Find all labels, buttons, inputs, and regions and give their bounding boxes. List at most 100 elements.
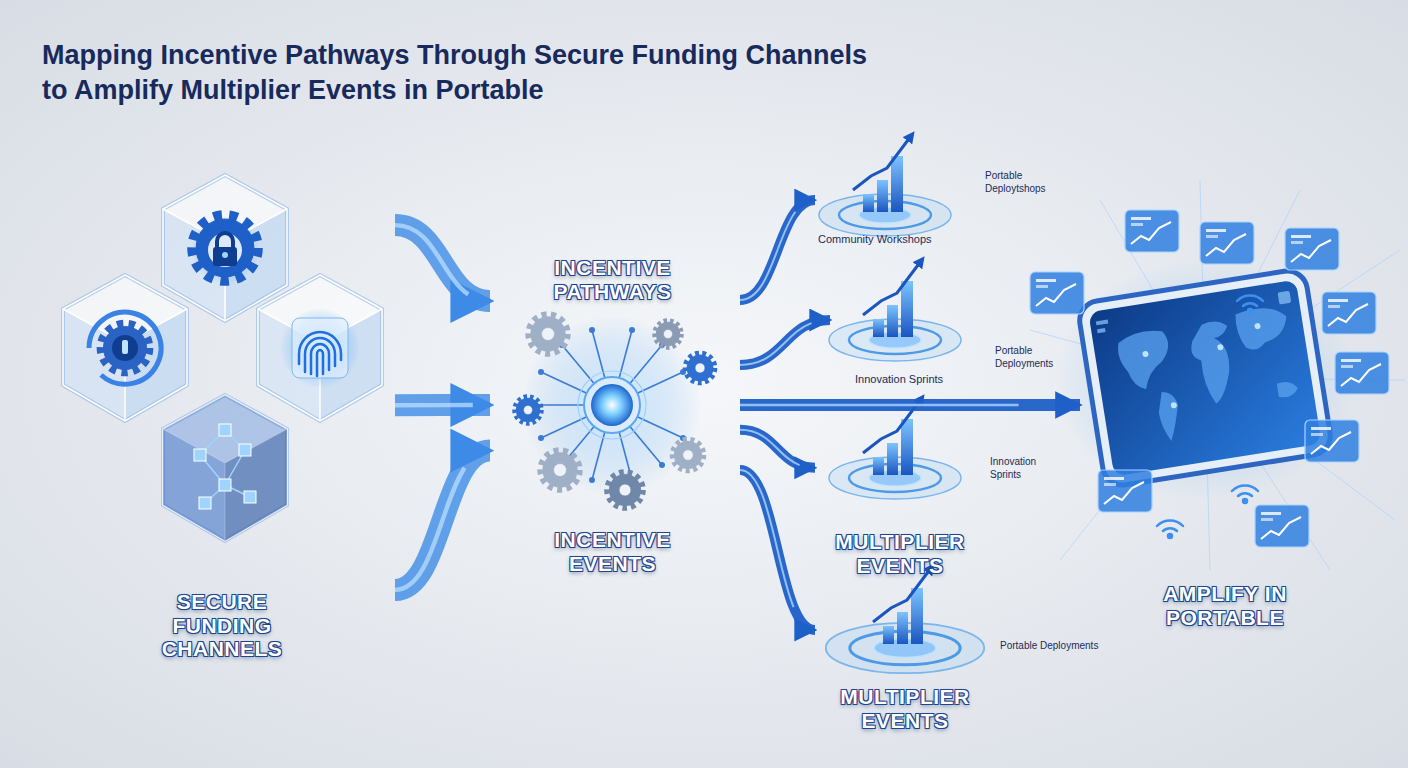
cube-cluster [194, 424, 256, 509]
gear-hub [672, 439, 703, 470]
portable-tablet [1096, 320, 1108, 326]
portable-tablet [1116, 328, 1175, 393]
branch-note: Innovation Sprints [990, 456, 1052, 481]
portable-tablet [1097, 328, 1106, 333]
portable-tablet [1030, 180, 1405, 570]
cube-cluster [219, 424, 231, 436]
gear-hub [578, 371, 646, 439]
branch-note: Portable Deploytshops [985, 170, 1065, 195]
flow-arrow-highlight [740, 320, 830, 365]
portable-tablet [1141, 323, 1272, 412]
portable-tablet [1188, 319, 1239, 406]
portable-tablet [1077, 268, 1333, 488]
flow-arrow [395, 225, 490, 301]
flow-arrow-highlight [740, 404, 1080, 406]
portable-tablet [1055, 260, 1355, 500]
cube-cluster [244, 491, 256, 503]
chart-discs [873, 568, 931, 644]
flow-arrow [740, 200, 815, 300]
portable-tablet [1125, 210, 1179, 252]
gear-hub [589, 477, 595, 483]
cube-cluster [89, 312, 161, 384]
flow-arrow-highlight [740, 470, 815, 630]
flow-arrow-line [740, 470, 815, 630]
event-branch: Portable DeploymentsMULTIPLIER EVENTS [815, 585, 1115, 735]
diagram-title: Mapping Incentive Pathways Through Secur… [42, 38, 882, 108]
cube-cluster [163, 395, 287, 541]
portable-tablet [1157, 520, 1183, 538]
cube-cluster [112, 335, 138, 361]
flow-arrow-highlight [395, 403, 490, 408]
portable-tablet [1077, 268, 1333, 488]
cube-cluster [225, 429, 287, 541]
cube-cluster [208, 233, 242, 267]
flow-arrow-line [740, 320, 830, 365]
cube-cluster [280, 308, 360, 388]
incentive-hub: INCENTIVE PATHWAYSINCENTIVE EVENTS [490, 250, 740, 590]
chart-discs [853, 136, 911, 212]
flow-arrow-line [740, 430, 815, 468]
cube-cluster [101, 324, 150, 373]
portable-tablet [1285, 228, 1339, 270]
portable-tablet [1170, 402, 1177, 409]
portable-device: AMPLIFY IN PORTABLE [1080, 200, 1380, 640]
gear-hub [538, 369, 544, 375]
portable-tablet [1030, 272, 1084, 314]
branch-heading: MULTIPLIER EVENTS [825, 685, 985, 732]
gear-hub [538, 435, 544, 441]
cube-cluster [219, 479, 231, 491]
gear-hub [529, 315, 568, 354]
flow-arrow [395, 451, 490, 590]
event-branch: Portable DeploymentsInnovation Sprints [830, 245, 1090, 395]
flow-arrow-line [395, 394, 490, 416]
cube-cluster [299, 332, 341, 376]
gear-hub [591, 384, 633, 426]
flow-arrow [395, 405, 490, 406]
flow-arrow [740, 470, 815, 630]
portable-tablet [1098, 470, 1152, 512]
flow-arrow-highlight [740, 430, 815, 468]
cube-cluster [222, 252, 228, 258]
portable-tablet [1255, 505, 1309, 547]
branch-heading: MULTIPLIER EVENTS [820, 530, 980, 577]
cube-cluster [194, 449, 206, 461]
cube-cluster [217, 233, 233, 248]
portable-tablet [1088, 280, 1321, 477]
cube-cluster [193, 216, 258, 281]
branch-note: Portable Deployments [995, 345, 1090, 370]
branch-label: Innovation Sprints [855, 373, 975, 387]
cube-cluster [311, 344, 329, 374]
gear-hub [522, 315, 702, 495]
portable-tablet [1277, 380, 1299, 398]
portable-tablet [1217, 344, 1224, 351]
cube-cluster [163, 429, 225, 541]
gear-hub [659, 462, 665, 468]
gear-hub [584, 377, 640, 433]
portable-tablet [1096, 291, 1291, 334]
hub-heading: INCENTIVE PATHWAYS [540, 256, 685, 303]
cube-cluster [163, 395, 287, 541]
gear-hub [541, 451, 580, 490]
gear-hub [515, 397, 542, 424]
device-label: AMPLIFY IN PORTABLE [1125, 582, 1325, 629]
flow-arrow [740, 320, 830, 365]
chart-discs [863, 261, 921, 337]
gear-hub [655, 321, 682, 348]
event-branch: Innovation SprintsMULTIPLIER EVENTS [815, 410, 1055, 575]
portable-tablet [1030, 180, 1405, 570]
portable-tablet [1156, 390, 1184, 443]
cube-cluster [63, 275, 187, 421]
flow-arrow [740, 405, 1080, 406]
cube-cluster [191, 216, 259, 284]
flow-arrow-line [395, 451, 490, 590]
gear-hub [515, 315, 715, 508]
flow-arrow [740, 430, 815, 468]
gear-hub [629, 327, 635, 333]
branch-label: Community Workshops [818, 233, 968, 247]
portable-tablet [1278, 291, 1292, 305]
portable-tablet [1322, 292, 1376, 334]
portable-tablet [1115, 304, 1303, 447]
portable-tablet [1254, 323, 1261, 330]
